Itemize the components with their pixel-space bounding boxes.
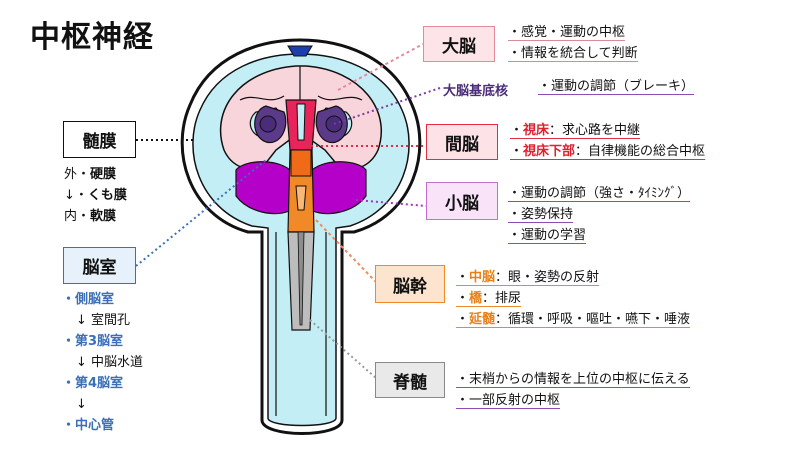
brainstem-line: ・中脳：眼・姿勢の反射 bbox=[456, 270, 600, 286]
meninges-layer: 外・硬膜 bbox=[64, 167, 117, 182]
superior-sagittal-sinus bbox=[287, 45, 313, 57]
spinal-cord-desc: ・末梢からの情報を上位の中枢に伝える ・一部反射の中枢 bbox=[456, 370, 690, 412]
cerebrum-line: ・情報を統合して判断 bbox=[508, 46, 638, 62]
ventricle-item: ・第4脳室 bbox=[62, 376, 124, 391]
meninges-label-box: 髄膜 bbox=[63, 121, 136, 158]
midbrain-segment bbox=[290, 149, 312, 177]
brainstem-desc: ・中脳：眼・姿勢の反射 ・橋：排尿 ・延髄：循環・呼吸・嘔吐・嚥下・唾液 bbox=[456, 268, 691, 331]
ventricle-connector: ↓ bbox=[76, 397, 87, 412]
spinal-cord-label: 脊髄 bbox=[393, 372, 427, 393]
meninges-label: 髄膜 bbox=[82, 132, 117, 152]
meninges-layers: 外・硬膜 ↓・くも膜 内・軟膜 bbox=[64, 165, 127, 228]
leader-basal-ganglia bbox=[333, 87, 441, 125]
ventricle-item: ・側脳室 bbox=[62, 292, 115, 307]
leader-cerebrum bbox=[337, 43, 424, 91]
ventricle-item: ・第3脳室 bbox=[62, 334, 124, 349]
cerebrum-line: ・感覚・運動の中枢 bbox=[508, 25, 626, 41]
cerebellum-line: ・運動の学習 bbox=[508, 228, 587, 244]
basal-ganglia-label: 大脳基底核 bbox=[443, 84, 509, 99]
ventricle-connector: ↓ 中脳水道 bbox=[76, 355, 144, 370]
leader-brainstem bbox=[315, 219, 377, 283]
cerebrum-label: 大脳 bbox=[442, 36, 476, 57]
cerebrum-gyrus-line bbox=[317, 95, 363, 101]
diencephalon-label-box: 間脳 bbox=[426, 124, 498, 160]
basal-ganglia-desc: ・運動の調節（ブレーキ） bbox=[538, 77, 695, 97]
cerebellum-label-box: 小脳 bbox=[426, 182, 498, 220]
ventricle-item: ・中心管 bbox=[62, 418, 115, 433]
cerebrum-gyrus-line bbox=[239, 95, 285, 101]
brainstem-line: ・延髄：循環・呼吸・嘔吐・嚥下・唾液 bbox=[456, 312, 691, 328]
cerebellum-line: ・姿勢保持 bbox=[508, 207, 574, 223]
cerebellum-line: ・運動の調節（強さ・ﾀｲﾐﾝｸﾞ） bbox=[508, 186, 691, 202]
cerebellum-desc: ・運動の調節（強さ・ﾀｲﾐﾝｸﾞ） ・姿勢保持 ・運動の学習 bbox=[508, 184, 691, 247]
ventricle-connector: ↓ 室間孔 bbox=[76, 313, 131, 328]
meninges-layer: ↓・くも膜 bbox=[64, 188, 127, 203]
meninges-layer: 内・軟膜 bbox=[64, 209, 117, 224]
cerebrum-desc: ・感覚・運動の中枢 ・情報を統合して判断 bbox=[508, 23, 638, 65]
page-title: 中枢神経 bbox=[30, 20, 154, 55]
diencephalon-line: ・視床下部：自律機能の総合中枢 bbox=[510, 144, 706, 160]
spinal-cord-label-box: 脊髄 bbox=[375, 362, 445, 398]
ventricles-label: 脳室 bbox=[82, 258, 117, 278]
spinal-cord-line: ・一部反射の中枢 bbox=[456, 393, 561, 409]
diencephalon-desc: ・視床：求心路を中継 ・視床下部：自律機能の総合中枢 bbox=[510, 121, 706, 163]
diencephalon-line: ・視床：求心路を中継 bbox=[510, 123, 641, 139]
brainstem-line: ・橋：排尿 bbox=[456, 291, 522, 307]
cerebellum-label: 小脳 bbox=[445, 193, 479, 214]
cerebrum-label-box: 大脳 bbox=[423, 26, 495, 62]
leader-cerebellum bbox=[355, 199, 427, 207]
basal-ganglia-line: ・運動の調節（ブレーキ） bbox=[538, 79, 695, 95]
ventricles-label-box: 脳室 bbox=[63, 247, 136, 284]
ventricles-list: ・側脳室 ↓ 室間孔 ・第3脳室 ↓ 中脳水道 ・第4脳室 ↓ ・中心管 bbox=[62, 290, 143, 437]
brainstem-label: 脳幹 bbox=[393, 276, 427, 297]
spinal-cord-line: ・末梢からの情報を上位の中枢に伝える bbox=[456, 372, 690, 388]
fourth-ventricle bbox=[295, 185, 307, 211]
brainstem-label-box: 脳幹 bbox=[375, 265, 445, 303]
third-ventricle bbox=[296, 103, 306, 141]
diencephalon-label: 間脳 bbox=[445, 134, 479, 155]
central-canal bbox=[297, 231, 305, 326]
